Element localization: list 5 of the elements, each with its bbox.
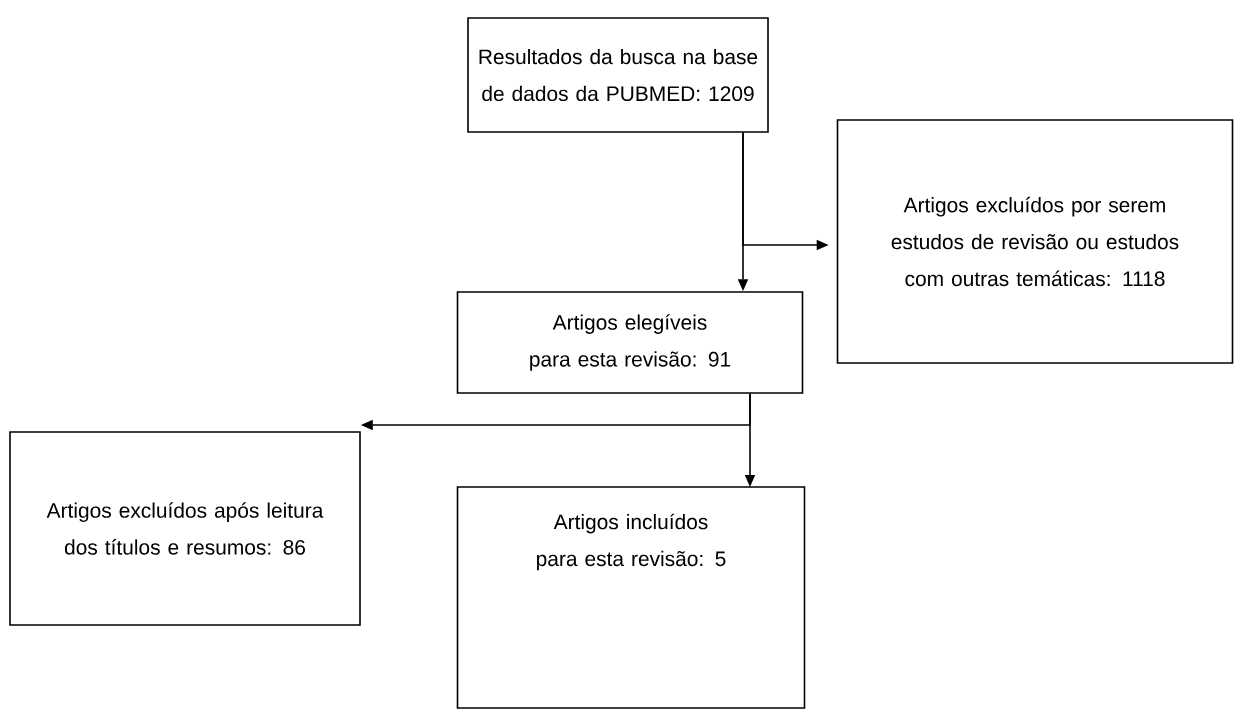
process-box: Resultados da busca na base de dados da PUBMED: 1209 — [467, 17, 769, 133]
process-box: Artigos excluídos por serem estudos de revisão ou estudos com outras temáticas: 1118 — [836, 119, 1234, 364]
process-box: Artigos excluídos após leitura dos títulos e resumos: 86 — [9, 431, 361, 626]
process-box: Artigos incluídos para esta revisão: 5 — [456, 486, 806, 709]
process-box: Artigos elegíveis para esta revisão: 91 — [456, 291, 804, 394]
